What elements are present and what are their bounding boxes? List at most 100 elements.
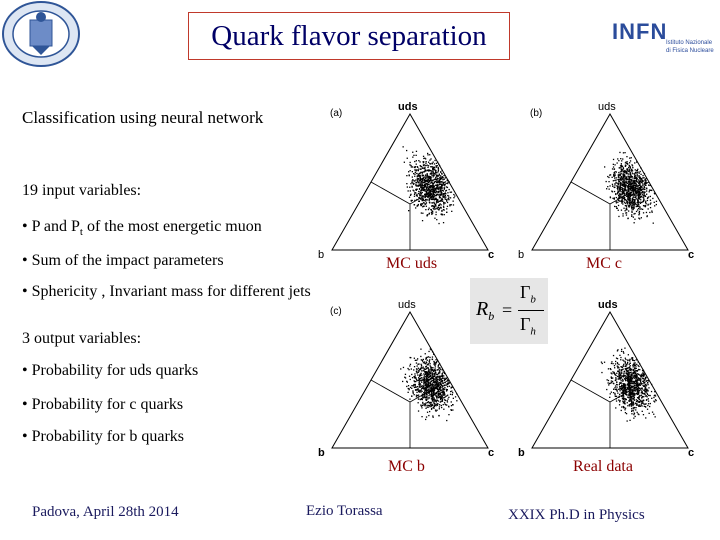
scatter-point bbox=[634, 203, 636, 205]
scatter-point bbox=[620, 177, 622, 179]
scatter-point bbox=[419, 184, 421, 187]
scatter-point bbox=[430, 391, 433, 393]
scatter-point bbox=[644, 403, 646, 405]
scatter-point bbox=[415, 370, 418, 372]
bullet-prob-c: • Probability for c quarks bbox=[22, 396, 184, 413]
scatter-point bbox=[434, 188, 437, 190]
scatter-point bbox=[620, 409, 622, 412]
scatter-point bbox=[435, 166, 438, 168]
scatter-point bbox=[629, 400, 631, 402]
scatter-point bbox=[633, 180, 636, 182]
scatter-point bbox=[440, 206, 442, 208]
scatter-point bbox=[632, 173, 634, 175]
scatter-point bbox=[628, 195, 630, 197]
scatter-point bbox=[609, 396, 611, 398]
scatter-point bbox=[426, 404, 428, 406]
scatter-point bbox=[433, 380, 435, 382]
scatter-point bbox=[431, 182, 433, 184]
scatter-point bbox=[443, 397, 445, 399]
scatter-point bbox=[644, 388, 646, 391]
scatter-point bbox=[619, 183, 622, 185]
scatter-point bbox=[631, 393, 633, 395]
scatter-point bbox=[629, 378, 631, 380]
scatter-point bbox=[618, 200, 621, 202]
scatter-point bbox=[431, 383, 434, 385]
scatter-point bbox=[618, 181, 621, 183]
scatter-point bbox=[633, 188, 635, 190]
scatter-point bbox=[433, 186, 435, 188]
scatter-point bbox=[621, 198, 623, 200]
scatter-point bbox=[606, 388, 608, 391]
scatter-point bbox=[621, 395, 623, 398]
scatter-point bbox=[416, 188, 418, 190]
scatter-point bbox=[426, 214, 428, 216]
caption-real-data: Real data bbox=[573, 458, 633, 475]
scatter-point bbox=[448, 385, 450, 387]
scatter-point bbox=[430, 375, 432, 377]
scatter-point bbox=[615, 383, 618, 386]
scatter-point bbox=[439, 180, 441, 182]
scatter-point bbox=[636, 391, 638, 393]
scatter-point bbox=[428, 183, 430, 185]
scatter-point bbox=[424, 183, 426, 186]
scatter-point bbox=[632, 216, 634, 218]
scatter-point bbox=[453, 197, 455, 199]
scatter-point bbox=[421, 359, 423, 361]
scatter-point bbox=[430, 196, 433, 198]
scatter-point bbox=[432, 399, 435, 401]
scatter-point bbox=[607, 382, 609, 384]
scatter-point bbox=[414, 199, 416, 201]
scatter-point bbox=[411, 181, 413, 183]
scatter-point bbox=[441, 169, 443, 171]
scatter-point bbox=[431, 195, 433, 197]
scatter-point bbox=[417, 203, 419, 206]
scatter-point bbox=[638, 392, 640, 394]
scatter-point bbox=[404, 373, 407, 375]
scatter-point bbox=[640, 374, 642, 376]
scatter-point bbox=[420, 178, 422, 180]
scatter-point bbox=[619, 188, 621, 191]
scatter-point bbox=[442, 392, 444, 394]
scatter-point bbox=[629, 367, 631, 369]
scatter-point bbox=[437, 381, 439, 383]
scatter-point bbox=[438, 222, 440, 225]
scatter-point bbox=[616, 350, 619, 352]
scatter-point bbox=[606, 379, 608, 381]
scatter-point bbox=[422, 182, 424, 184]
scatter-point bbox=[429, 182, 432, 184]
scatter-point bbox=[622, 402, 624, 404]
scatter-point bbox=[441, 406, 443, 409]
scatter-point bbox=[428, 404, 430, 407]
scatter-point bbox=[632, 186, 634, 188]
scatter-point bbox=[434, 168, 436, 170]
scatter-point bbox=[426, 195, 428, 197]
scatter-point bbox=[444, 399, 446, 401]
scatter-point bbox=[426, 177, 428, 179]
scatter-point bbox=[629, 193, 632, 195]
scatter-point bbox=[425, 365, 428, 367]
scatter-point bbox=[421, 374, 423, 376]
scatter-point bbox=[433, 400, 435, 402]
scatter-point bbox=[422, 395, 424, 397]
scatter-point bbox=[434, 404, 436, 406]
scatter-point bbox=[636, 370, 638, 372]
scatter-point bbox=[633, 181, 635, 183]
university-padova-seal-logo bbox=[2, 1, 80, 67]
scatter-point bbox=[625, 358, 627, 361]
panel-label: (a) bbox=[330, 108, 342, 119]
scatter-point bbox=[613, 388, 615, 390]
scatter-point bbox=[427, 376, 430, 379]
scatter-point bbox=[417, 367, 419, 369]
scatter-point bbox=[647, 382, 649, 384]
scatter-point bbox=[432, 416, 434, 418]
scatter-point bbox=[421, 181, 423, 183]
scatter-point bbox=[415, 207, 417, 209]
scatter-point bbox=[642, 399, 644, 402]
scatter-point bbox=[426, 394, 428, 396]
scatter-point bbox=[618, 196, 621, 198]
scatter-point bbox=[649, 394, 651, 397]
scatter-point bbox=[624, 165, 626, 167]
scatter-point bbox=[631, 187, 633, 189]
scatter-point bbox=[631, 211, 633, 213]
scatter-point bbox=[449, 205, 451, 207]
